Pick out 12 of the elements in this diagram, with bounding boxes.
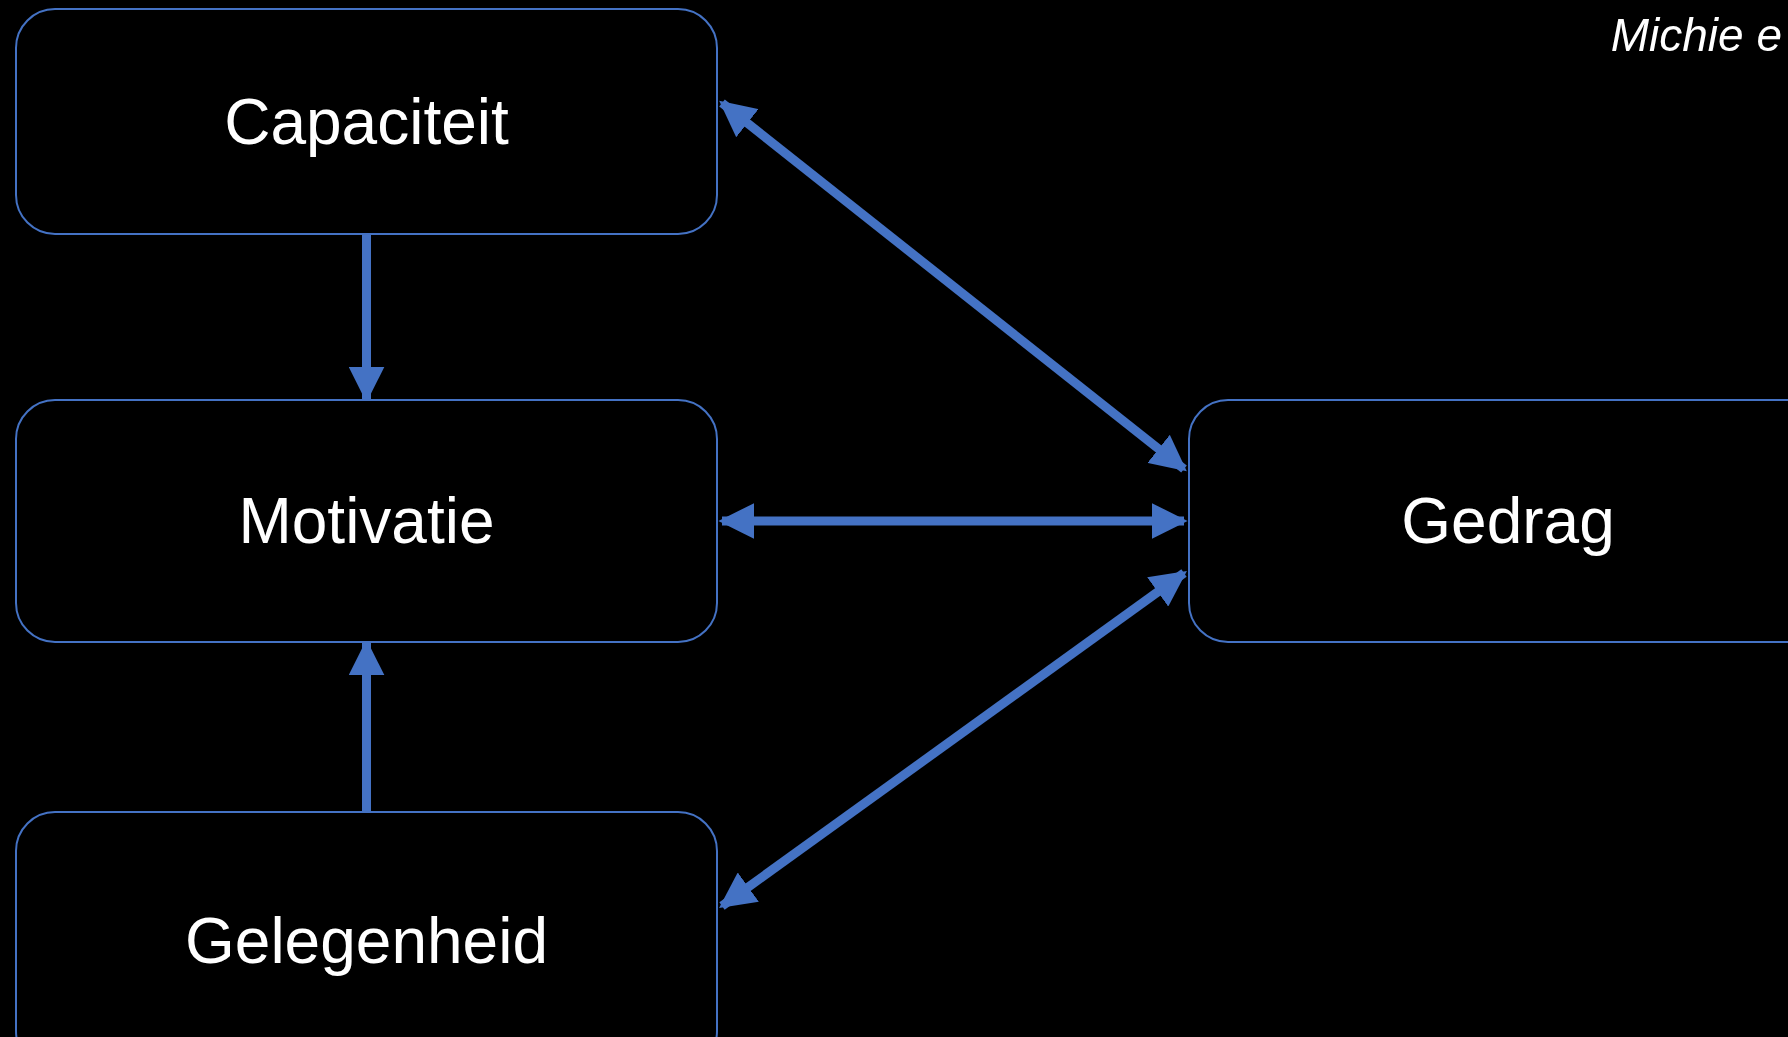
process-box [15, 8, 718, 235]
arrow [719, 569, 1187, 910]
arrow [718, 503, 1188, 539]
process-box [15, 399, 718, 643]
process-box [15, 811, 718, 1037]
box-label: Capaciteit [224, 84, 509, 159]
citation-note: Michie e [1610, 8, 1782, 62]
arrow [719, 99, 1187, 473]
box-label: Motivatie [238, 484, 495, 558]
process-box [1188, 399, 1788, 643]
box-label: Gelegenheid [185, 904, 548, 978]
box-label: Gedrag [1401, 484, 1615, 558]
